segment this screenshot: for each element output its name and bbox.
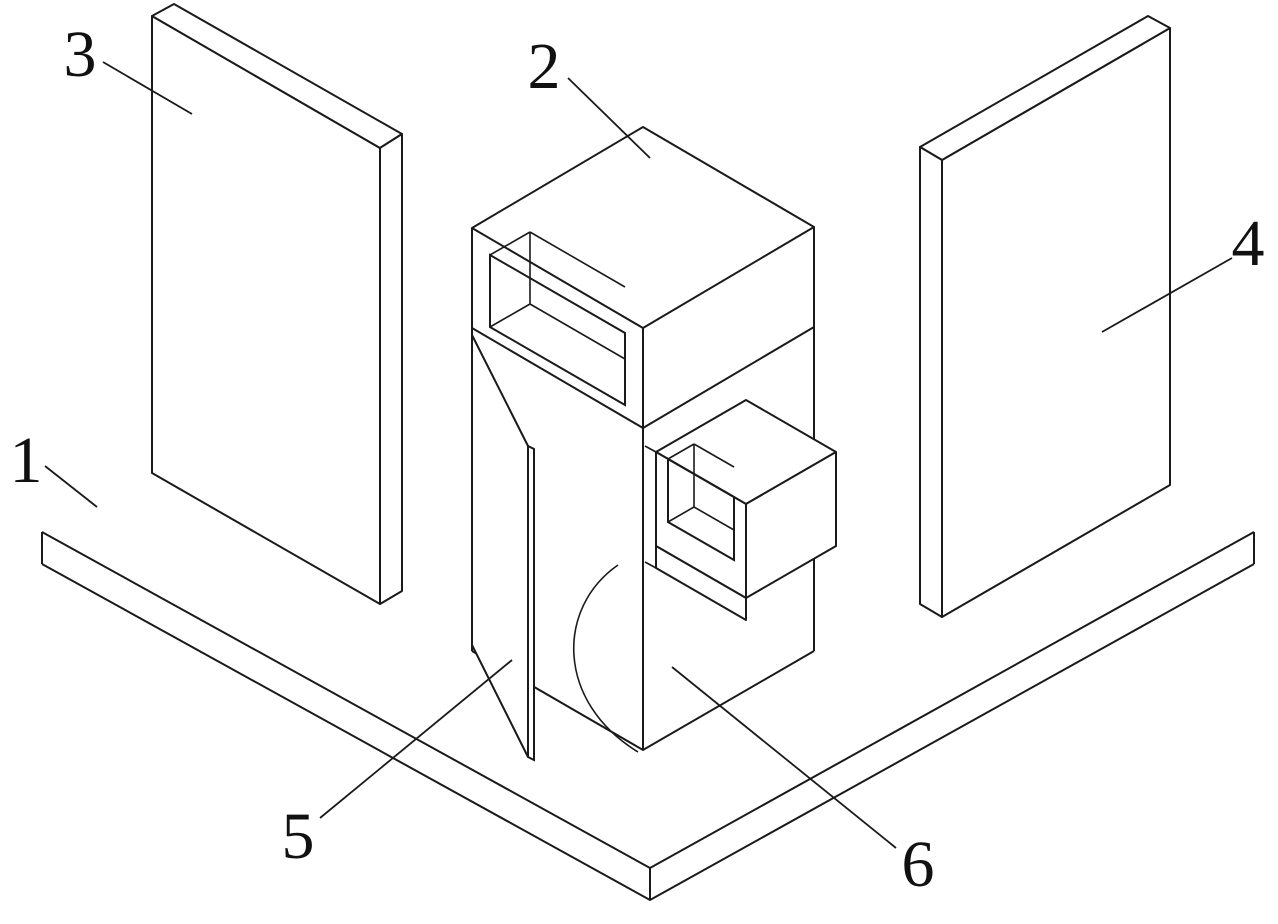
door-panel xyxy=(471,334,535,762)
side-box-interior-edges xyxy=(667,443,735,531)
part-label-4: 4 xyxy=(1232,207,1265,280)
part-labels: 1 2 3 4 5 6 xyxy=(10,18,1265,901)
part-label-1: 1 xyxy=(10,424,43,497)
left-wall-end-face xyxy=(379,133,403,605)
top-box-interior-edges xyxy=(489,231,626,360)
part-label-2: 2 xyxy=(528,30,561,103)
door-thickness-edges xyxy=(527,445,535,762)
left-wall xyxy=(151,3,403,605)
side-box xyxy=(644,399,837,621)
top-box-frame-bottom-edge xyxy=(471,326,815,429)
leader-lines xyxy=(44,61,1233,849)
right-wall-end-face xyxy=(919,146,943,618)
part-label-5: 5 xyxy=(282,800,315,873)
side-box-mount-lines xyxy=(644,445,657,569)
leader-line-2 xyxy=(567,77,651,159)
leader-line-3 xyxy=(102,61,193,115)
side-box-bottom-flange xyxy=(655,545,747,621)
leader-line-1 xyxy=(44,465,98,508)
base-corner-verticals xyxy=(41,532,1255,900)
side-box-right-face xyxy=(745,451,837,599)
part-label-6: 6 xyxy=(902,828,935,901)
top-box-opening xyxy=(489,253,626,407)
part-label-3: 3 xyxy=(64,18,97,91)
leader-line-6 xyxy=(671,666,897,849)
right-wall xyxy=(919,15,1171,618)
leader-line-4 xyxy=(1101,257,1233,333)
door-swing-arc xyxy=(572,564,639,753)
side-box-opening xyxy=(667,457,735,562)
leader-line-5 xyxy=(319,659,513,819)
